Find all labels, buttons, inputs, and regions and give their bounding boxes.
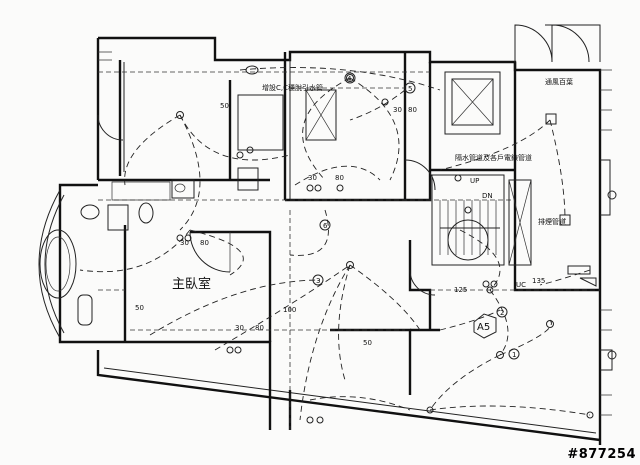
outer-walls — [38, 36, 602, 445]
switch — [314, 184, 322, 192]
ceiling-light — [486, 286, 494, 294]
dim-label: 125 — [454, 286, 467, 294]
dim-label: 80 — [200, 239, 209, 247]
switch — [234, 346, 242, 354]
label-dn: DN — [482, 192, 493, 200]
elevator-core — [431, 71, 532, 266]
switch — [316, 416, 324, 424]
reference-lines — [98, 71, 600, 430]
dim-label: 80 — [408, 106, 417, 114]
label-up: UP — [470, 177, 479, 185]
dim-label: 30 — [235, 324, 244, 332]
ceiling-light — [496, 351, 504, 359]
outlet — [607, 350, 617, 360]
circuit-label: 4 — [347, 75, 352, 83]
sink — [80, 204, 100, 220]
circuit-markers — [312, 72, 520, 360]
dim-label: 80 — [255, 324, 264, 332]
meter-box — [567, 265, 591, 275]
dim-label: 135 — [532, 277, 545, 285]
switch — [306, 416, 314, 424]
ceiling-light — [346, 261, 354, 269]
bathroom-fixtures — [39, 65, 337, 326]
dim-label: 30 — [393, 106, 402, 114]
dim-label: 50 — [220, 102, 229, 110]
ceiling-light — [246, 146, 254, 154]
switch — [176, 234, 184, 242]
toilet-2 — [138, 202, 154, 224]
dim-label: 30 — [308, 174, 317, 182]
wiring — [79, 67, 591, 421]
switch — [306, 184, 314, 192]
stairwell — [431, 174, 505, 266]
watermark-id: #877254 — [567, 447, 636, 462]
circuit-label: 1 — [512, 351, 516, 359]
label-unit: A5 — [477, 322, 490, 333]
unit-tag-shape — [473, 313, 497, 339]
label-pipe-note-top: 增設C,C穩脫引水管 — [262, 83, 323, 92]
toilet — [77, 294, 93, 326]
circuit-label: 3 — [316, 277, 320, 285]
circuit-label: 6 — [323, 222, 328, 230]
dim-label: 30 — [180, 239, 189, 247]
doors — [97, 24, 601, 296]
dim-label: 50 — [363, 339, 372, 347]
ceiling-light — [176, 111, 184, 119]
dim-label: 80 — [335, 174, 344, 182]
ceiling-light — [454, 174, 462, 182]
window-ticks — [98, 51, 612, 416]
ceiling-light — [236, 151, 244, 159]
switch — [490, 280, 498, 288]
switch — [586, 411, 594, 419]
ceiling-light — [464, 206, 472, 214]
vent-fan — [545, 113, 557, 125]
label-uc: UC — [516, 281, 526, 289]
circuit-label: 5 — [408, 85, 412, 93]
ceiling-light — [381, 98, 389, 106]
vent-fan — [559, 214, 571, 226]
label-vent-shaft: 通風百葉 — [545, 77, 573, 86]
elevator-shaft — [444, 71, 501, 135]
dim-label: 100 — [283, 306, 296, 314]
circuit-label: 2 — [500, 309, 504, 317]
switch — [482, 280, 490, 288]
label-drain-shaft: 排煙管道 — [538, 217, 566, 226]
room-label-bedroom: 主臥室 — [172, 276, 211, 292]
outlet — [607, 190, 617, 200]
dim-label: 50 — [135, 304, 144, 312]
fixtures — [176, 74, 617, 424]
switch — [184, 234, 192, 242]
switch — [226, 346, 234, 354]
bathtub — [39, 229, 77, 299]
labels: 主臥室 通風百葉 增設C,C穩脫引水管 隔水管道及各戶電錶管道 排煙管道 A5 … — [135, 75, 573, 359]
ceiling-light — [426, 406, 434, 414]
ceiling-light — [546, 320, 554, 328]
ceiling-light — [346, 74, 354, 82]
interior-walls — [98, 52, 613, 430]
switch — [336, 184, 344, 192]
label-pipe-note-mid: 隔水管道及各戶電錶管道 — [455, 153, 532, 162]
